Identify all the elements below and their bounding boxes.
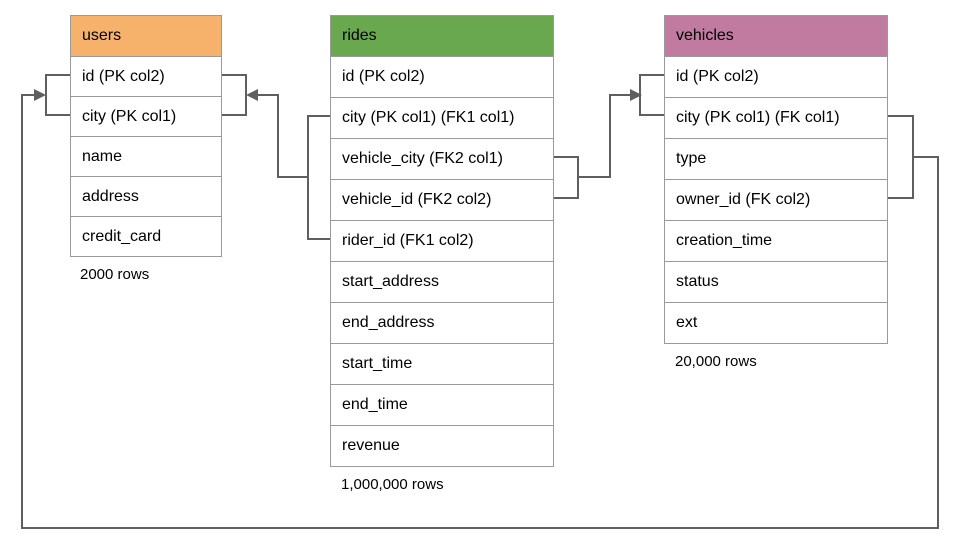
table-row: start_address bbox=[331, 261, 553, 302]
table-rides-header: rides bbox=[331, 16, 553, 56]
vehicles-left-bracket bbox=[639, 74, 664, 116]
table-vehicles: vehicles id (PK col2) city (PK col1) (FK… bbox=[664, 15, 888, 344]
table-row: city (PK col1) bbox=[71, 96, 221, 136]
users-left-bracket bbox=[45, 74, 70, 116]
rides-row-count-label: 1,000,000 rows bbox=[341, 476, 444, 493]
table-row: creation_time bbox=[665, 220, 887, 261]
rides-to-vehicles-connector bbox=[578, 94, 630, 178]
table-row: vehicle_city (FK2 col1) bbox=[331, 138, 553, 179]
table-users: users id (PK col2) city (PK col1) name a… bbox=[70, 15, 222, 257]
users-row-count-label: 2000 rows bbox=[80, 266, 150, 283]
table-row: revenue bbox=[331, 425, 553, 466]
table-row: end_time bbox=[331, 384, 553, 425]
table-row: ext bbox=[665, 302, 887, 343]
table-row: credit_card bbox=[71, 216, 221, 256]
table-users-header: users bbox=[71, 16, 221, 56]
relationship-rides-to-users bbox=[222, 74, 330, 240]
table-row: start_time bbox=[331, 343, 553, 384]
table-row: id (PK col2) bbox=[71, 56, 221, 96]
table-rides: rides id (PK col2) city (PK col1) (FK1 c… bbox=[330, 15, 554, 467]
rides-to-users-arrowhead-icon bbox=[246, 89, 258, 101]
table-row: city (PK col1) (FK col1) bbox=[665, 97, 887, 138]
table-row: end_address bbox=[331, 302, 553, 343]
table-row: type bbox=[665, 138, 887, 179]
rides-right-bracket bbox=[554, 156, 579, 199]
table-row: owner_id (FK col2) bbox=[665, 179, 887, 220]
rides-to-vehicles-arrowhead-icon bbox=[630, 89, 642, 101]
vehicles-right-bracket bbox=[888, 115, 914, 199]
table-row: status bbox=[665, 261, 887, 302]
rides-left-bracket bbox=[307, 115, 330, 240]
table-row: id (PK col2) bbox=[331, 56, 553, 97]
rides-to-users-connector bbox=[258, 94, 308, 178]
table-row: address bbox=[71, 176, 221, 216]
table-vehicles-header: vehicles bbox=[665, 16, 887, 56]
vehicles-to-users-arrowhead-icon bbox=[34, 89, 46, 101]
table-row: name bbox=[71, 136, 221, 176]
users-right-bracket bbox=[222, 74, 247, 116]
vehicles-row-count-label: 20,000 rows bbox=[675, 353, 757, 370]
table-row: vehicle_id (FK2 col2) bbox=[331, 179, 553, 220]
table-row: city (PK col1) (FK1 col1) bbox=[331, 97, 553, 138]
relationship-rides-to-vehicles bbox=[554, 74, 664, 199]
table-row: rider_id (FK1 col2) bbox=[331, 220, 553, 261]
table-row: id (PK col2) bbox=[665, 56, 887, 97]
